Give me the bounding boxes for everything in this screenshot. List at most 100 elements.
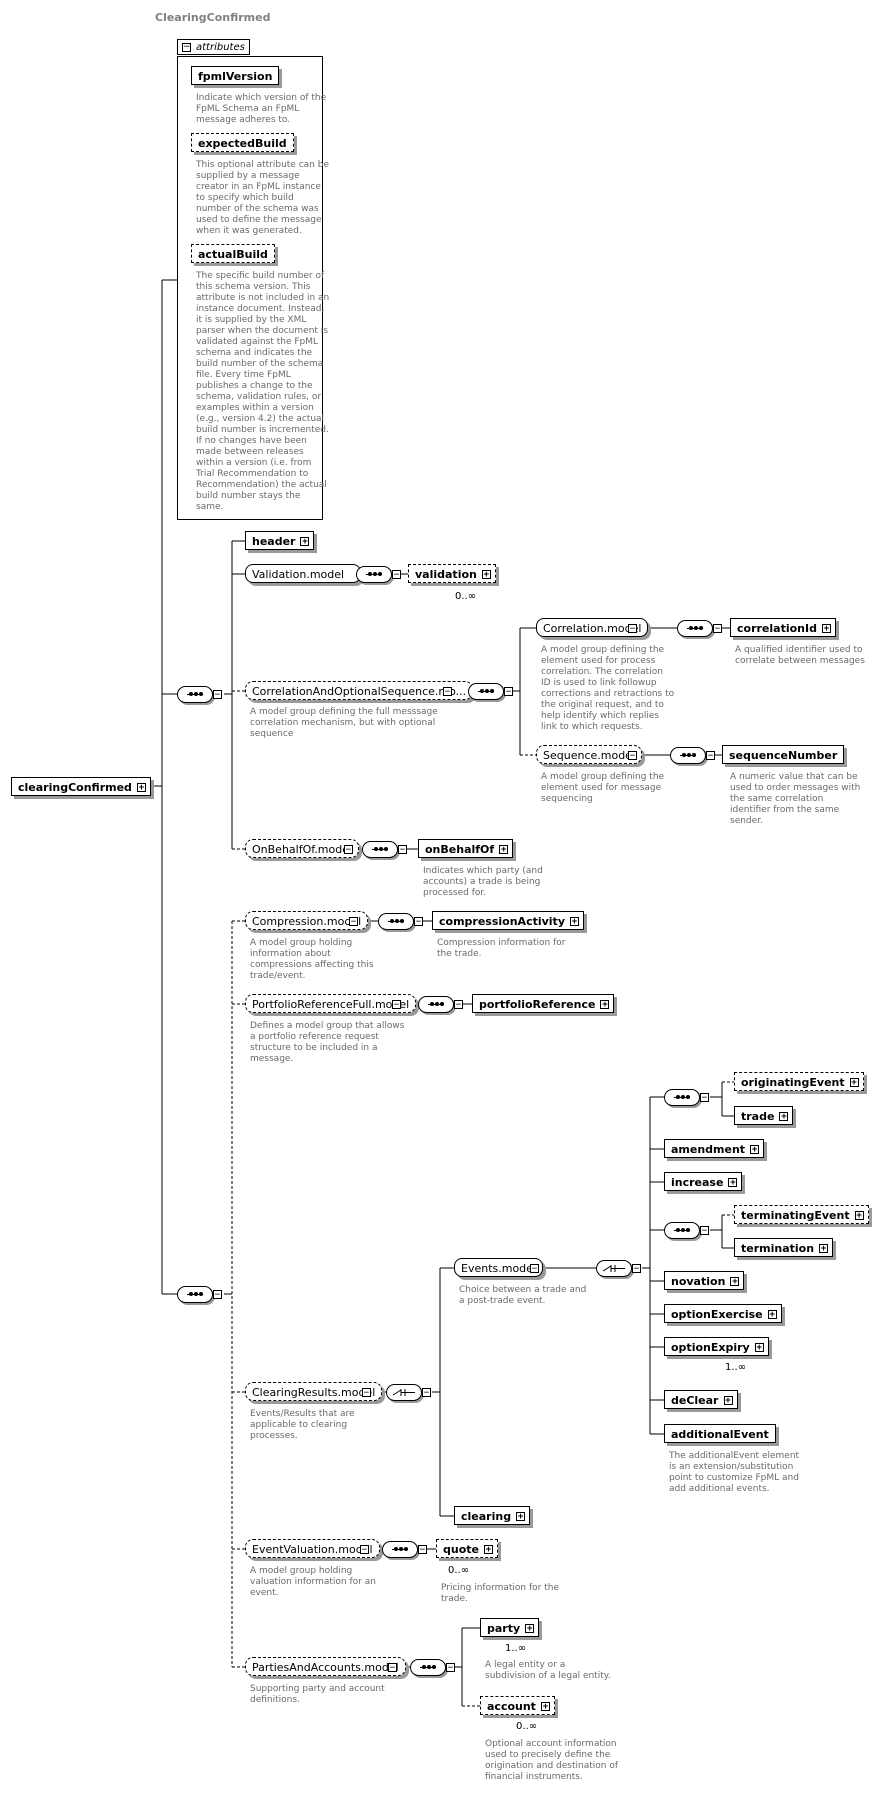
expand-icon[interactable]: +: [600, 1000, 610, 1010]
collapse-icon[interactable]: −: [360, 1545, 369, 1555]
collapse-icon[interactable]: −: [706, 751, 715, 761]
sequence-compositor-icon[interactable]: [468, 683, 504, 700]
collapse-icon[interactable]: −: [700, 1093, 709, 1103]
collapse-icon[interactable]: −: [454, 1000, 463, 1010]
element-termination[interactable]: termination +: [734, 1238, 834, 1257]
collapse-icon[interactable]: −: [362, 1388, 371, 1398]
group-validation-model[interactable]: Validation.model −: [245, 564, 375, 583]
expand-icon[interactable]: +: [481, 570, 491, 580]
expand-icon[interactable]: +: [723, 1396, 733, 1406]
element-novation[interactable]: novation +: [664, 1271, 745, 1290]
element-optionExpiry[interactable]: optionExpiry +: [664, 1337, 769, 1356]
collapse-icon[interactable]: −: [213, 1290, 222, 1300]
root-element-clearingConfirmed[interactable]: clearingConfirmed +: [11, 777, 151, 796]
element-trade[interactable]: trade +: [734, 1106, 794, 1125]
collapse-icon[interactable]: −: [213, 690, 222, 700]
collapse-icon[interactable]: −: [713, 624, 722, 634]
expand-icon[interactable]: +: [730, 1277, 740, 1287]
sequence-compositor-icon[interactable]: [177, 686, 213, 703]
expand-icon[interactable]: +: [821, 624, 831, 634]
element-account[interactable]: account +: [480, 1696, 555, 1715]
expand-icon[interactable]: +: [499, 845, 509, 855]
choice-compositor-icon[interactable]: [596, 1260, 632, 1277]
group-event-valuation-model[interactable]: EventValuation.model: [245, 1539, 380, 1558]
expand-icon[interactable]: +: [136, 783, 146, 793]
expand-icon[interactable]: +: [754, 1343, 764, 1353]
sequence-compositor-icon[interactable]: [418, 996, 454, 1013]
element-validation[interactable]: validation +: [408, 564, 496, 583]
expand-icon[interactable]: +: [779, 1112, 789, 1122]
collapse-icon[interactable]: −: [418, 1545, 427, 1555]
collapse-icon[interactable]: −: [349, 917, 358, 927]
collapse-icon[interactable]: −: [414, 917, 423, 927]
collapse-icon[interactable]: −: [392, 1000, 401, 1010]
element-correlationId[interactable]: correlationId +: [730, 618, 836, 637]
expand-icon[interactable]: +: [569, 917, 579, 927]
expand-icon[interactable]: +: [849, 1078, 859, 1088]
sequence-compositor-icon[interactable]: [378, 913, 414, 930]
expand-icon[interactable]: +: [728, 1178, 738, 1188]
expand-icon[interactable]: +: [516, 1512, 526, 1522]
element-clearing[interactable]: clearing +: [454, 1506, 531, 1525]
collapse-icon[interactable]: −: [628, 751, 637, 761]
group-correlation-and-optional-sequence[interactable]: CorrelationAndOptionalSequence.mo...: [245, 681, 474, 700]
sequence-compositor-icon[interactable]: [677, 620, 713, 637]
expand-icon[interactable]: +: [750, 1145, 760, 1155]
collapse-icon[interactable]: −: [443, 687, 452, 697]
element-additionalEvent[interactable]: additionalEvent: [664, 1424, 776, 1443]
collapse-icon[interactable]: −: [392, 570, 401, 580]
element-increase[interactable]: increase +: [664, 1172, 743, 1191]
sequence-compositor-icon[interactable]: [664, 1222, 700, 1239]
expand-icon[interactable]: +: [767, 1310, 777, 1320]
attribute-expectedBuild[interactable]: expectedBuild: [191, 133, 294, 152]
collapse-icon[interactable]: −: [628, 624, 637, 634]
collapse-icon[interactable]: −: [344, 845, 353, 855]
collapse-icon[interactable]: −: [700, 1226, 709, 1236]
collapse-icon[interactable]: −: [422, 1388, 431, 1398]
element-sequenceNumber[interactable]: sequenceNumber: [722, 745, 845, 764]
sequence-compositor-icon[interactable]: [382, 1541, 418, 1558]
element-onBehalfOf[interactable]: onBehalfOf +: [418, 839, 514, 858]
attributes-tab[interactable]: − attributes: [177, 39, 250, 55]
element-quote[interactable]: quote +: [436, 1539, 498, 1558]
group-parties-and-accounts-model[interactable]: PartiesAndAccounts.model: [245, 1657, 406, 1676]
group-compression-model[interactable]: Compression.model: [245, 911, 369, 930]
element-optionExercise[interactable]: optionExercise +: [664, 1304, 782, 1323]
collapse-icon[interactable]: −: [504, 687, 513, 697]
attribute-fpmlVersion[interactable]: fpmlVersion: [191, 66, 280, 85]
group-clearing-results-model[interactable]: ClearingResults.model: [245, 1382, 383, 1401]
element-portfolioReference[interactable]: portfolioReference +: [472, 994, 615, 1013]
expand-icon[interactable]: +: [819, 1244, 829, 1254]
collapse-icon[interactable]: −: [388, 1663, 397, 1673]
element-header[interactable]: header +: [245, 531, 315, 550]
choice-compositor-icon[interactable]: [386, 1384, 422, 1401]
sequence-compositor-icon[interactable]: [410, 1659, 446, 1676]
group-portfolio-reference-full-model[interactable]: PortfolioReferenceFull.model: [245, 994, 417, 1013]
collapse-icon[interactable]: −: [446, 1663, 455, 1673]
group-correlation-model[interactable]: Correlation.model: [536, 618, 649, 637]
sequence-compositor-icon[interactable]: [362, 841, 398, 858]
sequence-compositor-icon[interactable]: [664, 1089, 700, 1106]
collapse-icon[interactable]: −: [398, 845, 407, 855]
expand-icon[interactable]: +: [525, 1624, 535, 1634]
expand-icon[interactable]: +: [854, 1211, 864, 1221]
expand-icon[interactable]: +: [483, 1545, 493, 1555]
attribute-description: The specific build number of this schema…: [196, 271, 330, 512]
element-party[interactable]: party +: [480, 1618, 540, 1637]
group-events-model[interactable]: Events.model: [454, 1258, 543, 1277]
element-amendment[interactable]: amendment +: [664, 1139, 765, 1158]
sequence-compositor-icon[interactable]: [356, 566, 392, 583]
group-sequence-model[interactable]: Sequence.model: [536, 745, 643, 764]
element-terminatingEvent[interactable]: terminatingEvent +: [734, 1205, 869, 1224]
element-originatingEvent[interactable]: originatingEvent +: [734, 1072, 864, 1091]
sequence-compositor-icon[interactable]: [670, 747, 706, 764]
group-onbehalfof-model[interactable]: OnBehalfOf.model: [245, 839, 360, 858]
collapse-icon[interactable]: −: [530, 1264, 539, 1274]
expand-icon[interactable]: +: [300, 537, 310, 547]
attribute-actualBuild[interactable]: actualBuild: [191, 244, 275, 263]
element-compressionActivity[interactable]: compressionActivity +: [432, 911, 584, 930]
collapse-icon[interactable]: −: [632, 1264, 641, 1274]
sequence-compositor-icon[interactable]: [177, 1286, 213, 1303]
element-deClear[interactable]: deClear +: [664, 1390, 738, 1409]
expand-icon[interactable]: +: [540, 1702, 550, 1712]
